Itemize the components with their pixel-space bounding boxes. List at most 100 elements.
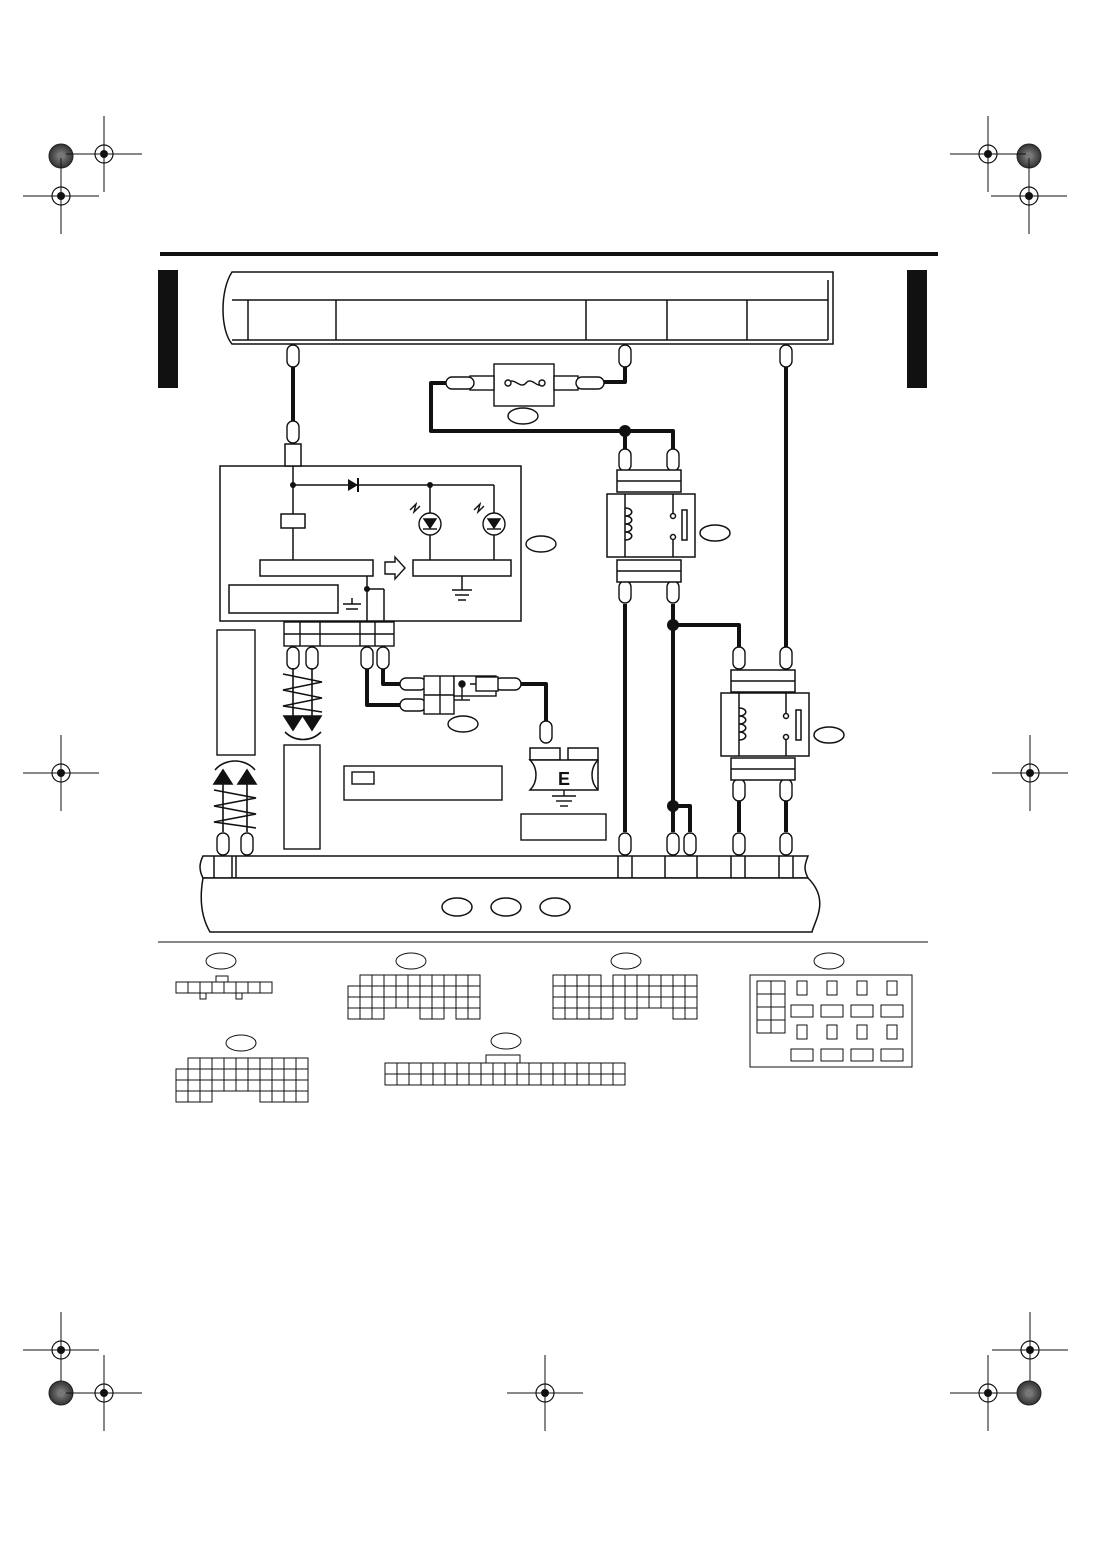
connector-cell — [516, 1073, 530, 1086]
connector-cell — [259, 1079, 273, 1092]
ground-terminal-box — [528, 747, 599, 791]
top-fuse-bus — [222, 271, 834, 345]
connector-cell — [612, 1073, 626, 1086]
connector-cell — [564, 974, 578, 987]
connector-cell — [247, 1079, 261, 1092]
connector-cell — [756, 1006, 772, 1021]
connector-cell — [371, 996, 385, 1009]
connector-cell — [175, 981, 189, 994]
connector-callout — [225, 1034, 257, 1052]
connector-cell — [383, 985, 397, 998]
connector-cell — [235, 1079, 249, 1092]
connector-cell — [564, 985, 578, 998]
connector-cell — [880, 1048, 904, 1062]
connector-cell — [211, 1057, 225, 1070]
connector-cell — [796, 1024, 808, 1040]
connector-cell — [588, 1007, 602, 1020]
connector-cell — [395, 985, 409, 998]
connector-cell — [187, 1079, 201, 1092]
fuse-icon — [445, 363, 605, 425]
connector-cell — [540, 1073, 554, 1086]
connector-cell — [383, 974, 397, 987]
connector-callout — [205, 952, 237, 970]
connector-cell — [456, 1073, 470, 1086]
connector-cell — [295, 1090, 309, 1103]
connector-cell — [419, 974, 433, 987]
ground-box-letter: E — [558, 769, 570, 789]
connector-cell — [199, 1057, 213, 1070]
connector-cell — [624, 985, 638, 998]
connector-cell — [247, 981, 261, 994]
led-icon — [409, 501, 442, 536]
connector-cell — [826, 980, 838, 996]
connector-cell — [444, 1062, 458, 1075]
connector-cell — [850, 1004, 874, 1018]
connector-cell — [359, 996, 373, 1009]
connector-cell — [283, 1068, 297, 1081]
connector-cell — [672, 1007, 686, 1020]
connector-cell — [455, 985, 469, 998]
connector-cell — [211, 981, 225, 994]
connector-cell — [407, 996, 421, 1009]
connector-cell — [796, 980, 808, 996]
connector-cell — [187, 1068, 201, 1081]
connector-cell — [211, 1068, 225, 1081]
connector-cell — [636, 974, 650, 987]
connector-cell — [187, 981, 201, 994]
connector-cell — [420, 1073, 434, 1086]
connector-cell — [199, 1068, 213, 1081]
connector-cell — [564, 996, 578, 1009]
bottom-control-unit — [199, 855, 821, 933]
connector-cell — [880, 1004, 904, 1018]
connector-cell — [612, 985, 626, 998]
connector-cell — [443, 985, 457, 998]
connector-cell — [396, 1073, 410, 1086]
connector-cell — [432, 1062, 446, 1075]
connector-cell — [504, 1073, 518, 1086]
wire-junctions — [619, 425, 679, 812]
connector-cell — [467, 1007, 481, 1020]
connector-cell — [419, 996, 433, 1009]
connector-cell — [455, 996, 469, 1009]
connector-cell — [371, 974, 385, 987]
connector-cell — [431, 974, 445, 987]
connector-cell — [187, 1090, 201, 1103]
connector-cell — [576, 1073, 590, 1086]
connector-cell — [600, 985, 614, 998]
connector-cell — [235, 1057, 249, 1070]
connector-cell — [660, 985, 674, 998]
connector-cell — [295, 1057, 309, 1070]
connector-cell — [259, 1068, 273, 1081]
connector-cell — [223, 1079, 237, 1092]
connector-cell — [395, 996, 409, 1009]
connector-cell — [770, 1006, 786, 1021]
connector-cell — [223, 1057, 237, 1070]
connector-cell — [564, 1073, 578, 1086]
connector-cell — [790, 1048, 814, 1062]
connector-cell — [359, 974, 373, 987]
connector-cell — [419, 985, 433, 998]
connector-cell — [826, 1024, 838, 1040]
connector-cell — [576, 974, 590, 987]
connector-cell — [384, 1062, 398, 1075]
connector-cell — [552, 974, 566, 987]
connector-cell — [235, 981, 249, 994]
connector-cell — [648, 996, 662, 1009]
connector-callout — [813, 952, 845, 970]
connector-cell — [648, 974, 662, 987]
connector-cell — [672, 996, 686, 1009]
label-boxes — [216, 629, 607, 850]
connector-cell — [223, 1068, 237, 1081]
connector-cell — [672, 985, 686, 998]
connector-cell — [175, 1068, 189, 1081]
connector-cell — [259, 1090, 273, 1103]
connector-cell — [856, 1024, 868, 1040]
connector-cell — [395, 974, 409, 987]
connector-cell — [660, 996, 674, 1009]
connector-cell — [247, 1068, 261, 1081]
connector-cell — [886, 980, 898, 996]
connector-cell — [564, 1007, 578, 1020]
connector-cell — [455, 1007, 469, 1020]
connector-cell — [468, 1062, 482, 1075]
connector-cell — [444, 1073, 458, 1086]
